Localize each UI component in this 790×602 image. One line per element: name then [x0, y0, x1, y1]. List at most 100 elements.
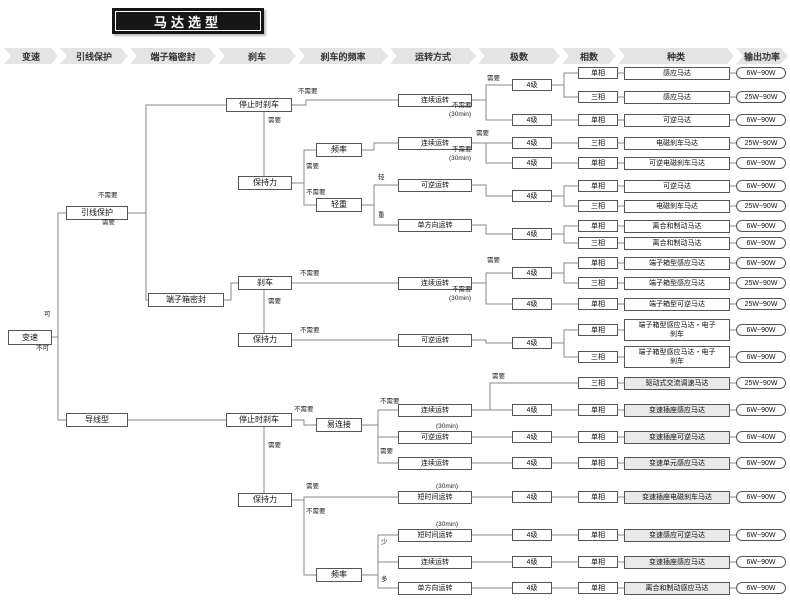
op-continuous: 连续运转	[398, 556, 472, 569]
edge-label: (30min)	[436, 521, 459, 528]
motor-type-box: 变速插座可逆马达	[624, 431, 730, 444]
phase-box: 单相	[578, 324, 618, 336]
power-box: 6W~90W	[736, 180, 786, 192]
power-box: 25W~90W	[736, 137, 786, 149]
op-reversible: 可逆运转	[398, 179, 472, 192]
poles-box: 4级	[512, 431, 552, 443]
edge-label: 不需要	[300, 327, 320, 334]
motor-type-box: 端子箱型感应马达	[624, 277, 730, 290]
motor-type-box: 可逆马达	[624, 180, 730, 193]
op-continuous: 连续运转	[398, 404, 472, 417]
edge-label: (30min)	[449, 295, 472, 302]
phase-box: 三相	[578, 277, 618, 289]
motor-type-box: 电磁刹车马达	[624, 137, 730, 150]
op-short-time: 短时间运转	[398, 491, 472, 504]
edge-label: 需要	[102, 219, 115, 226]
poles-box: 4级	[512, 404, 552, 416]
node-frequency-2: 频率	[316, 568, 362, 582]
op-reversible: 可逆运转	[398, 431, 472, 444]
power-box: 6W~90W	[736, 114, 786, 126]
op-continuous: 连续运转	[398, 457, 472, 470]
poles-box: 4级	[512, 267, 552, 279]
edge-label: 轻	[378, 174, 385, 181]
column-header-speed: 变速	[4, 48, 58, 64]
phase-box: 单相	[578, 257, 618, 269]
edge-label: 不需要	[452, 146, 472, 153]
poles-box: 4级	[512, 298, 552, 310]
edge-label: 重	[378, 212, 385, 219]
edge-label: 需要	[487, 75, 500, 82]
edge-label: 不需要	[298, 88, 318, 95]
node-stop-brake-1: 停止时刹车	[226, 98, 292, 112]
power-box: 25W~90W	[736, 377, 786, 389]
edge-label: 需要	[476, 130, 489, 137]
poles-box: 4级	[512, 491, 552, 503]
node-holding-2: 保持力	[238, 333, 292, 347]
motor-type-box: 变速插座感应马达	[624, 556, 730, 569]
edge-label: (30min)	[449, 111, 472, 118]
motor-type-box: 感应马达	[624, 67, 730, 80]
motor-type-box: 电磁刹车马达	[624, 200, 730, 213]
node-lead-protect: 引线保护	[66, 206, 128, 220]
phase-box: 单相	[578, 114, 618, 126]
motor-type-box: 端子箱型感应马达	[624, 257, 730, 270]
phase-box: 单相	[578, 157, 618, 169]
power-box: 6W~90W	[736, 157, 786, 169]
edge-label: 可	[44, 311, 51, 318]
phase-box: 单相	[578, 431, 618, 443]
column-header-poles: 极数	[478, 48, 560, 64]
phase-box: 三相	[578, 137, 618, 149]
op-continuous: 连续运转	[398, 137, 472, 150]
node-speed: 变速	[8, 330, 52, 345]
edge-label: 不需要	[452, 286, 472, 293]
motor-type-box: 变速插座电磁刹车马达	[624, 491, 730, 504]
column-header-lead-protect: 引线保护	[60, 48, 128, 64]
phase-box: 三相	[578, 200, 618, 212]
power-box: 6W~90W	[736, 257, 786, 269]
edge-label: 少	[381, 539, 388, 546]
power-box: 6W~90W	[736, 556, 786, 568]
node-holding-1: 保持力	[238, 176, 292, 190]
poles-box: 4级	[512, 190, 552, 202]
power-box: 6W~90W	[736, 529, 786, 541]
power-box: 6W~90W	[736, 404, 786, 416]
edge-label: (30min)	[436, 483, 459, 490]
edge-label: 需要	[306, 483, 319, 490]
phase-box: 单相	[578, 457, 618, 469]
phase-box: 单相	[578, 298, 618, 310]
power-box: 25W~90W	[736, 91, 786, 103]
edge-label: 不需要	[300, 270, 320, 277]
power-box: 6W~90W	[736, 582, 786, 594]
power-box: 6W~90W	[736, 237, 786, 249]
phase-box: 单相	[578, 404, 618, 416]
edge-label: 需要	[492, 373, 505, 380]
edge-label: 需要	[268, 298, 281, 305]
motor-type-box: 端子箱型可逆马达	[624, 298, 730, 311]
node-terminal-seal: 端子箱密封	[148, 293, 224, 307]
op-continuous: 连续运转	[398, 94, 472, 107]
node-brake: 刹车	[238, 276, 292, 290]
op-reversible: 可逆运转	[398, 334, 472, 347]
edge-label: 需要	[487, 257, 500, 264]
column-header-phases: 相数	[562, 48, 616, 64]
edge-label: 需要	[380, 448, 393, 455]
node-load: 轻重	[316, 198, 362, 212]
poles-box: 4级	[512, 228, 552, 240]
motor-type-box: 端子箱型感应马达・电子刹车	[624, 346, 730, 368]
poles-box: 4级	[512, 79, 552, 91]
motor-type-box: 可逆马达	[624, 114, 730, 127]
edge-label: (30min)	[436, 423, 459, 430]
column-header-terminal-seal: 端子箱密封	[130, 48, 216, 64]
edge-label: 需要	[268, 117, 281, 124]
motor-type-box: 驱动式交流调速马达	[624, 377, 730, 390]
power-box: 6W~90W	[736, 351, 786, 363]
power-box: 25W~90W	[736, 298, 786, 310]
op-unidirectional: 单方向运转	[398, 219, 472, 232]
column-header-type: 种类	[618, 48, 734, 64]
motor-type-box: 感应马达	[624, 91, 730, 104]
edge-label: 不需要	[294, 406, 314, 413]
column-header-operation: 运转方式	[390, 48, 476, 64]
op-continuous: 连续运转	[398, 277, 472, 290]
edge-label: 不需要	[98, 192, 118, 199]
edge-label: 不需要	[306, 508, 326, 515]
